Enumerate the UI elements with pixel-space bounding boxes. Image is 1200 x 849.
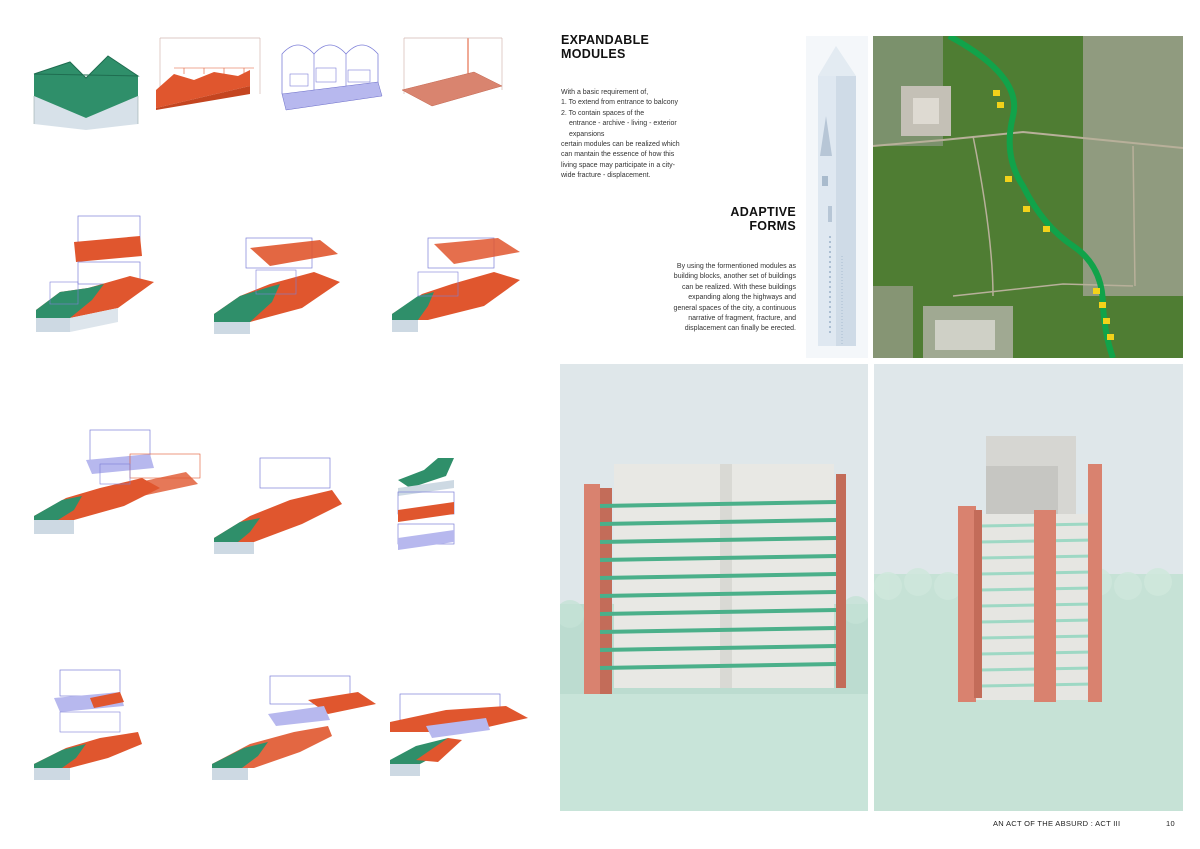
composite-module-c xyxy=(388,210,528,336)
composite-module-f xyxy=(394,452,462,552)
text-line: displacement can finally be erected. xyxy=(684,325,796,333)
text-line: can mantain the essence of how this xyxy=(561,151,675,159)
expandable-modules-heading: EXPANDABLE MODULES xyxy=(561,33,649,61)
text-line: certain modules can be realized which xyxy=(561,141,680,149)
module-living-diagram xyxy=(276,34,388,111)
adaptive-forms-text: By using the formentioned modules as bui… xyxy=(630,262,796,335)
module-entrance-diagram xyxy=(30,34,142,130)
text-line: narrative of fragment, fracture, and xyxy=(688,315,796,323)
text-line: building blocks, another set of building… xyxy=(673,273,796,281)
text-line: With a basic requirement of, xyxy=(561,89,649,96)
composite-module-d xyxy=(30,424,202,536)
text-line: entrance - archive - living - exterior xyxy=(569,120,677,128)
tower-building-render xyxy=(874,364,1183,811)
text-line: wide fracture - displacement. xyxy=(561,172,651,180)
footer-title: AN ACT OF THE ABSURD : ACT III xyxy=(993,819,1121,828)
tower-sketch-image xyxy=(806,36,868,358)
adaptive-title-line2: FORMS xyxy=(749,219,796,233)
page-number: 10 xyxy=(1166,819,1175,828)
module-exterior-diagram xyxy=(398,34,510,110)
module-archive-diagram xyxy=(154,34,266,110)
text-line: living space may participate in a city- xyxy=(561,161,675,169)
text-line: expanding along the highways and xyxy=(688,294,796,302)
composite-module-i xyxy=(386,688,532,778)
text-line: can be realized. With these buildings xyxy=(681,283,796,291)
expandable-modules-text: With a basic requirement of, 1. To exten… xyxy=(561,88,721,182)
adaptive-title-line1: ADAPTIVE xyxy=(730,205,796,219)
composite-module-a xyxy=(30,210,170,336)
text-line: 2. To contain spaces of the xyxy=(561,109,645,117)
slab-building-render xyxy=(560,364,868,811)
composite-module-g xyxy=(30,664,150,782)
text-line: expansions xyxy=(569,130,605,138)
expandable-title-line2: MODULES xyxy=(561,47,626,61)
adaptive-forms-heading: ADAPTIVE FORMS xyxy=(676,205,796,233)
aerial-map-image xyxy=(873,36,1183,358)
composite-module-e xyxy=(210,452,350,556)
composite-module-h xyxy=(208,670,380,782)
text-line: By using the formentioned modules as xyxy=(676,263,796,270)
composite-module-b xyxy=(210,210,350,336)
text-line: 1. To extend from entrance to balcony xyxy=(561,99,678,107)
text-line: general spaces of the city, a continuous xyxy=(673,304,796,312)
expandable-title-line1: EXPANDABLE xyxy=(561,33,650,47)
